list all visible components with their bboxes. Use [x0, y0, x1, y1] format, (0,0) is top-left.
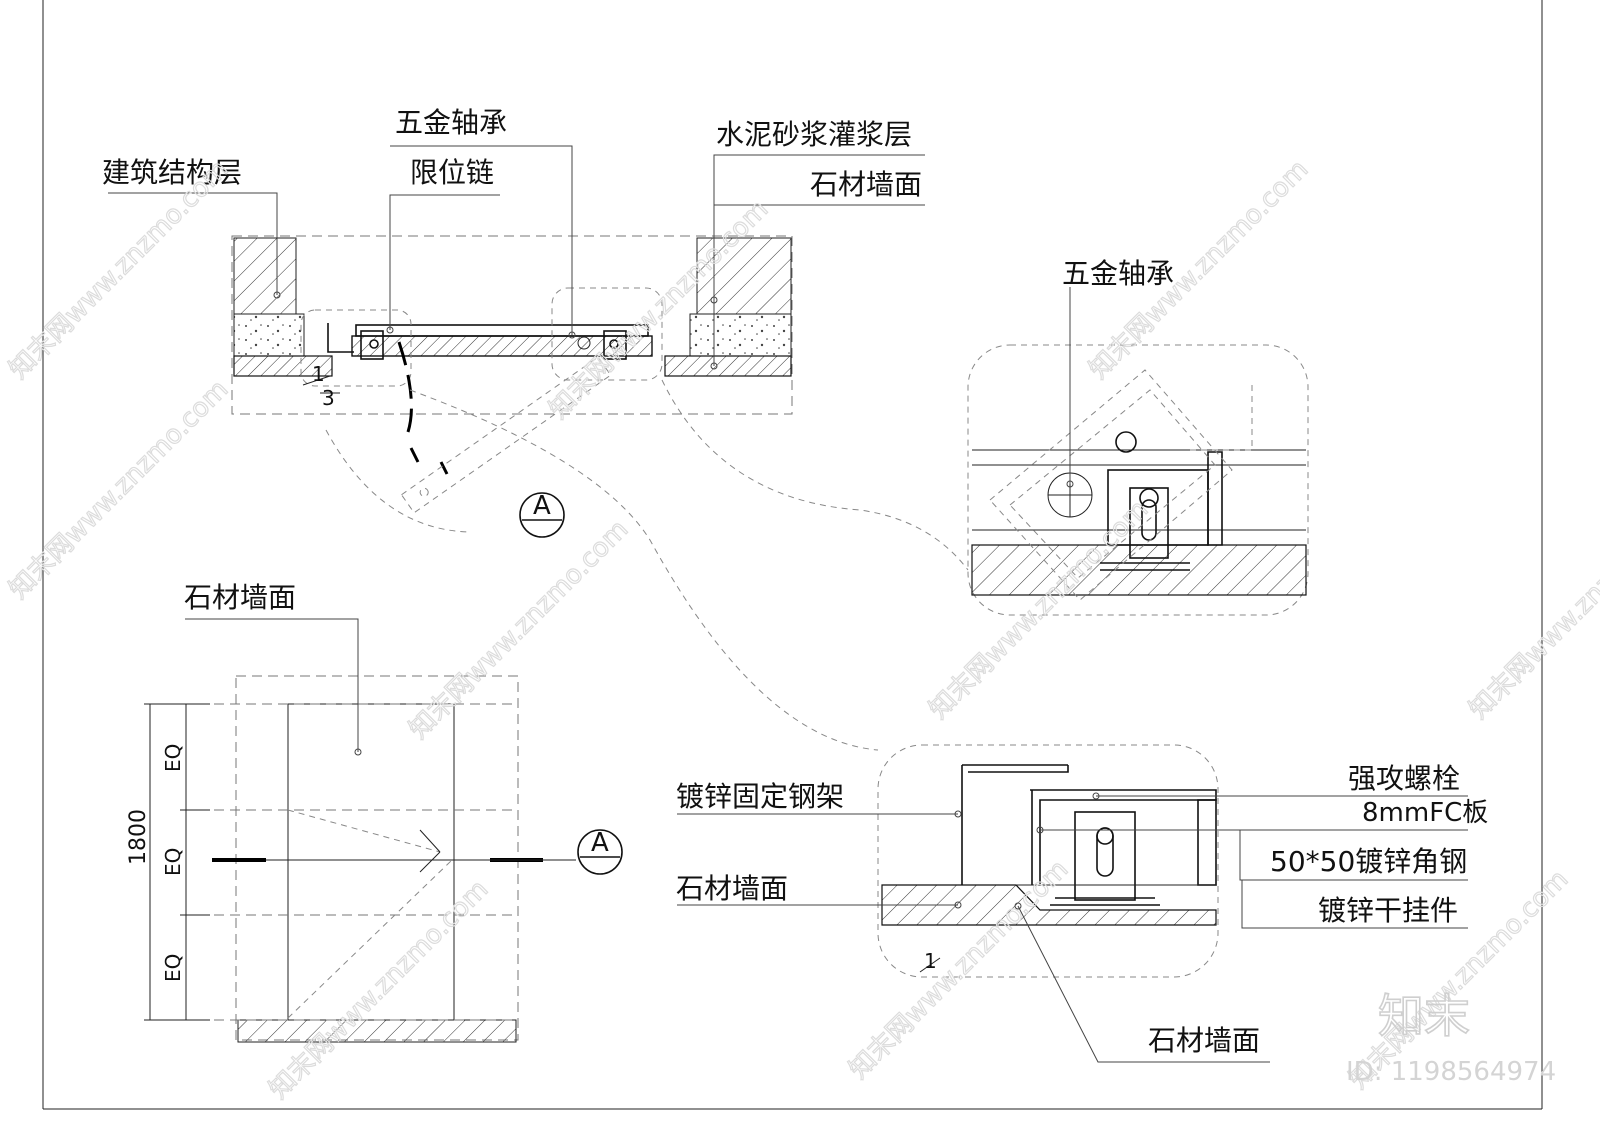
fixing-detail-bubble: [877, 744, 1219, 978]
plan-hanger-left: [360, 330, 384, 360]
section-tag-a-top: [519, 492, 565, 538]
plan-dim-1: 1: [312, 362, 325, 386]
fixing-board-label: 8mmFC板: [1362, 798, 1488, 828]
watermark-text: 知末网www.znzmo.com: [1464, 494, 1600, 725]
plan-grout-left: [233, 313, 305, 357]
plan-detail-bubble-right: [551, 287, 663, 381]
hinge-detail-label: 五金轴承: [1062, 257, 1174, 290]
plan-hanger-right: [603, 330, 627, 360]
fixing-stone-bottom-label: 石材墙面: [1148, 1024, 1260, 1057]
elevation-dim-eq3: EQ: [161, 954, 185, 982]
watermark-text: 知末网www.znzmo.com: [264, 874, 495, 1105]
plan-hinge-symbol: [577, 336, 591, 350]
elevation-dim-eq2: EQ: [161, 848, 185, 876]
label-hinge: 五金轴承: [395, 106, 507, 139]
elevation-door-panel: [287, 703, 455, 1021]
brand-watermark: 知末: [1378, 989, 1470, 1043]
elevation-dim-eq1: EQ: [161, 744, 185, 772]
fixing-detail-hanger: [1074, 811, 1136, 901]
plan-steel-frame: [355, 324, 649, 337]
plan-detail-bubble-left: [300, 309, 412, 387]
elevation-floor: [237, 1019, 517, 1043]
fixing-detail: 1 镀锌固定钢架 石材墙面 强攻螺栓 8mmFC板 50*50镀锌角钢 镀锌干挂…: [676, 744, 1488, 1063]
section-tag-a-top-label: A: [533, 491, 551, 521]
watermark-text: 知末网www.znzmo.com: [4, 374, 235, 605]
plan-stone-right: [664, 355, 792, 377]
label-limit-chain: 限位链: [410, 156, 494, 189]
plan-grout-right: [689, 313, 792, 357]
plan-dim-3: 3: [322, 386, 335, 410]
fixing-stone-left-label: 石材墙面: [676, 872, 788, 905]
id-watermark: ID: 1198564974: [1346, 1057, 1556, 1087]
connector-to-hinge-detail: [661, 379, 969, 571]
plan-structure-left: [233, 237, 297, 315]
elevation-stone-label: 石材墙面: [184, 581, 296, 614]
section-tag-a-bottom: [577, 829, 623, 875]
elevation-view: 1800 EQ EQ EQ 石材墙面 A: [126, 581, 623, 1043]
hinge-detail: 五金轴承: [967, 257, 1309, 616]
elevation-dim-total: 1800: [126, 809, 151, 865]
fixing-dim-1: 1: [924, 949, 937, 973]
label-stone-wall: 石材墙面: [810, 168, 922, 201]
fixing-frame-label: 镀锌固定钢架: [676, 780, 844, 813]
watermark-text: 知末网www.znzmo.com: [404, 514, 635, 745]
section-tag-a-bottom-label: A: [591, 828, 609, 858]
fixing-bolt-label: 强攻螺栓: [1348, 762, 1460, 795]
plan-boundary: [231, 235, 793, 415]
label-structure-layer: 建筑结构层: [102, 156, 242, 189]
label-grout-layer: 水泥砂浆灌浆层: [716, 118, 912, 151]
watermark-text: 知末网www.znzmo.com: [924, 494, 1155, 725]
plan-swing-arc: [325, 429, 471, 533]
fixing-hanger-label: 镀锌干挂件: [1318, 894, 1458, 927]
plan-view: 1 3 建筑结构层 五金轴承 限位链 水泥砂浆灌浆层 石材墙面 A: [102, 106, 925, 538]
fixing-angle-label: 50*50镀锌角钢: [1270, 845, 1467, 878]
plan-stone-left: [233, 355, 333, 377]
connector-to-fix-detail: [409, 389, 879, 751]
